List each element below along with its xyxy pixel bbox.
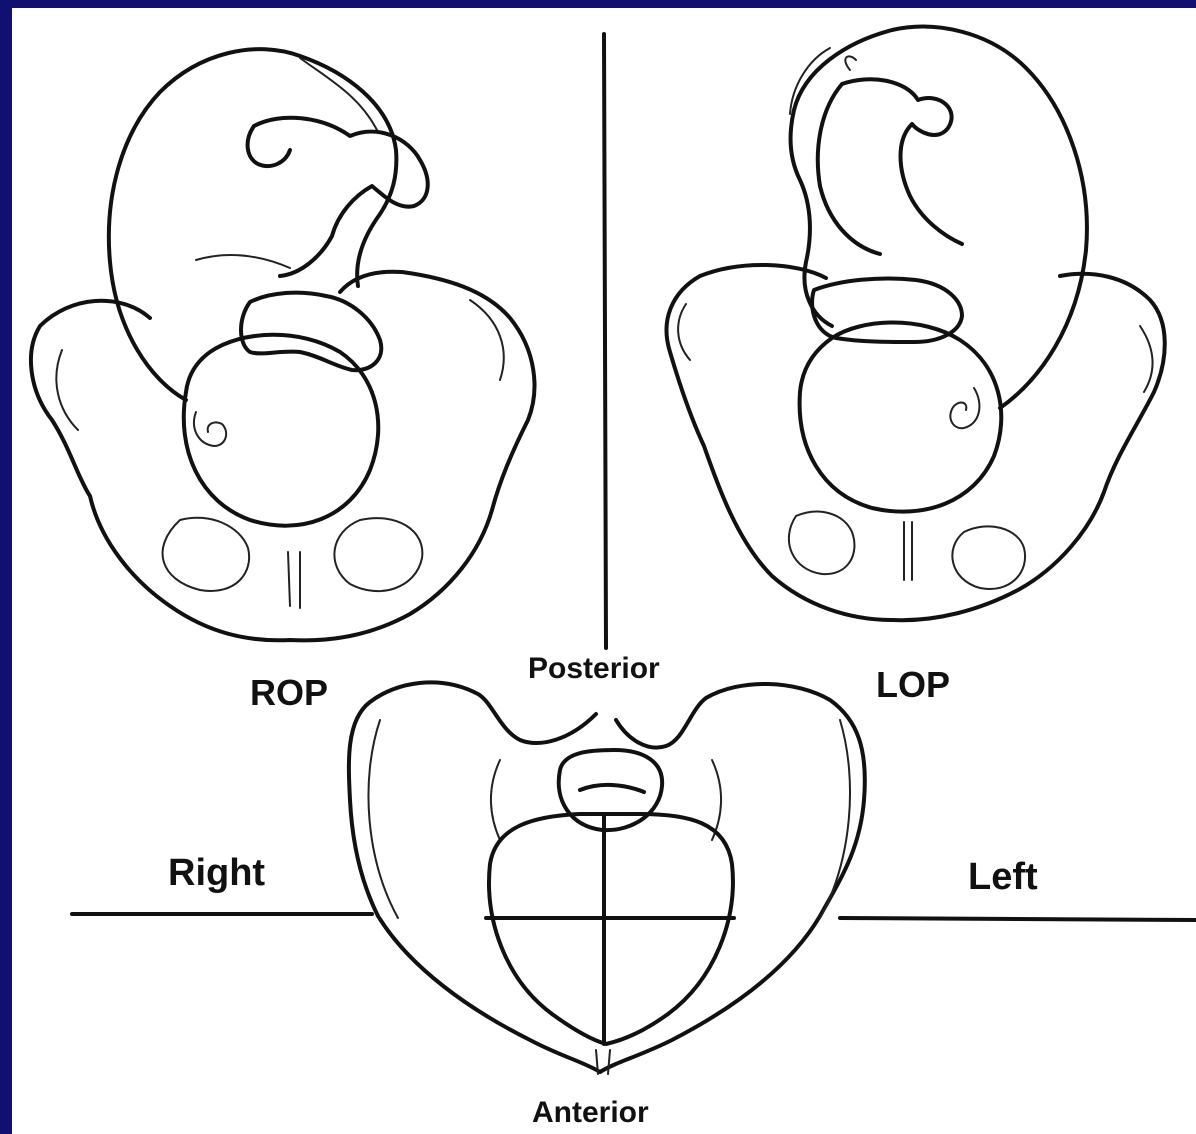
pelvic-inlet-diagram [349,682,865,1074]
pelvic-sacrum [559,750,662,830]
lop-fetal-ear [950,388,979,428]
fetal-head-circle [489,814,733,1044]
lop-fetal-head [800,323,1002,512]
center-divider-line [604,34,606,648]
rop-fetal-back-line [196,58,378,268]
label-posterior: Posterior [528,652,660,686]
label-lop: LOP [876,664,950,706]
label-left: Left [968,856,1038,899]
lop-pelvis [667,265,1165,620]
label-anterior: Anterior [532,1096,649,1130]
rop-pelvis [31,272,535,641]
rop-fetal-head [184,335,379,526]
lop-fetal-body [791,27,1087,408]
rop-illustration [31,49,535,640]
label-rop: ROP [250,672,328,714]
horizontal-axis-right [840,918,1196,920]
pelvic-inlet-outline [349,682,865,1072]
rop-fetal-body [109,49,397,400]
lop-fetal-arm [818,79,962,254]
lop-illustration [667,27,1165,621]
rop-fetal-ear [194,412,226,446]
label-right: Right [168,852,265,895]
lop-fetal-leg [812,278,962,342]
rop-fetal-hand [248,126,290,166]
rop-fetal-arm [254,118,428,276]
rop-fetal-leg [241,293,381,371]
